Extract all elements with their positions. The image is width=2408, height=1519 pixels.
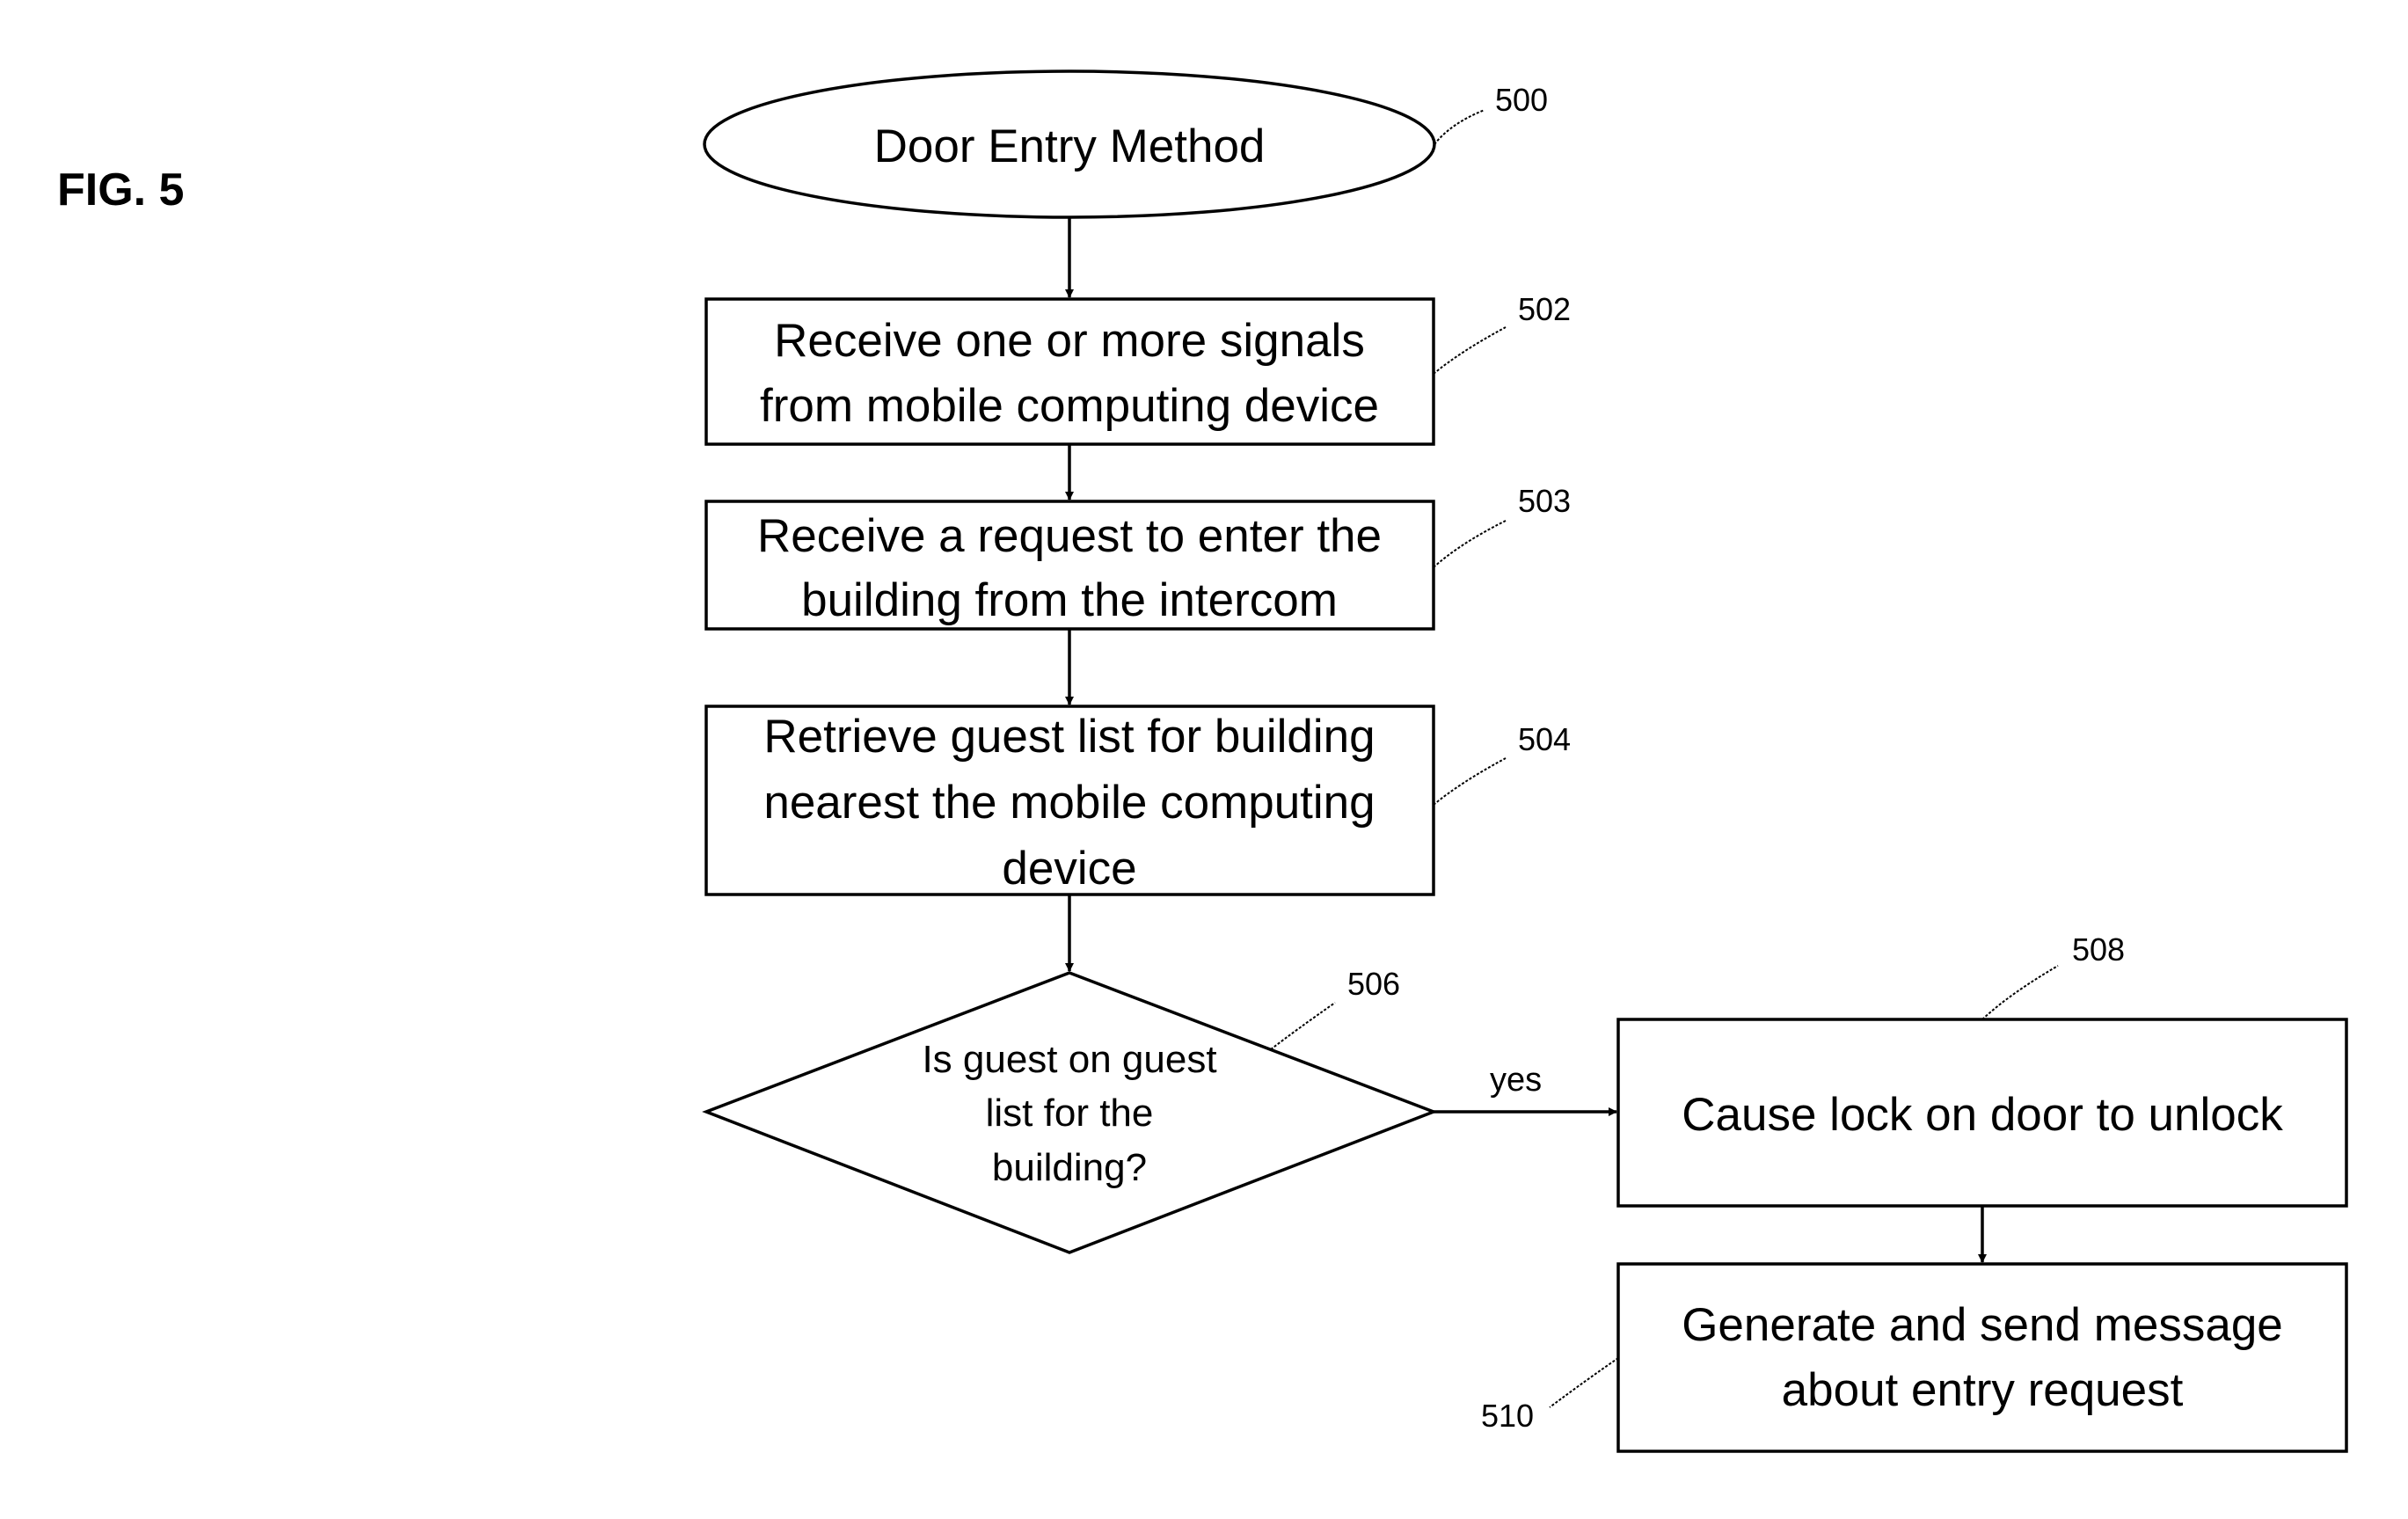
receive-signals-line-1: Receive one or more signals [774, 315, 1365, 367]
retrieve-guest-list-line-2: nearest the mobile computing [763, 777, 1375, 829]
ref-503: 503 [1518, 483, 1571, 519]
leader-506 [1271, 1003, 1335, 1049]
receive-request-line-2: building from the intercom [801, 574, 1338, 626]
unlock-label: Cause lock on door to unlock [1682, 1089, 2283, 1141]
figure-label: FIG. 5 [57, 164, 184, 215]
send-message-step: Generate and send message about entry re… [1618, 1264, 2346, 1451]
decision-line-3: building? [992, 1146, 1147, 1189]
receive-request-line-1: Receive a request to enter the [757, 510, 1382, 562]
ref-506: 506 [1347, 966, 1400, 1002]
retrieve-guest-list-line-1: Retrieve guest list for building [763, 711, 1375, 763]
receive-request-step: Receive a request to enter the building … [706, 501, 1434, 629]
start-node: Door Entry Method [704, 71, 1434, 217]
receive-signals-line-2: from mobile computing device [760, 380, 1379, 432]
retrieve-guest-list-line-3: device [1002, 843, 1136, 895]
leader-510 [1550, 1358, 1618, 1407]
ref-504: 504 [1518, 721, 1571, 757]
leader-504 [1434, 758, 1506, 805]
ref-510: 510 [1481, 1398, 1534, 1434]
decision-line-2: list for the [986, 1092, 1154, 1135]
send-message-line-1: Generate and send message [1682, 1299, 2283, 1351]
ref-502: 502 [1518, 291, 1571, 327]
retrieve-guest-list-step: Retrieve guest list for building nearest… [706, 706, 1434, 895]
decision-step: Is guest on guest list for the building? [706, 973, 1434, 1252]
ref-500: 500 [1495, 82, 1548, 118]
send-message-line-2: about entry request [1782, 1364, 2184, 1416]
leader-508 [1982, 966, 2058, 1019]
receive-signals-step: Receive one or more signals from mobile … [706, 299, 1434, 444]
send-message-box [1618, 1264, 2346, 1451]
ref-508: 508 [2072, 931, 2125, 968]
start-label: Door Entry Method [874, 120, 1266, 172]
decision-line-1: Is guest on guest [922, 1038, 1216, 1081]
yes-edge-label: yes [1490, 1062, 1542, 1099]
leader-503 [1434, 521, 1506, 567]
leader-502 [1434, 327, 1506, 374]
unlock-step: Cause lock on door to unlock [1618, 1019, 2346, 1206]
leader-500 [1434, 110, 1485, 144]
